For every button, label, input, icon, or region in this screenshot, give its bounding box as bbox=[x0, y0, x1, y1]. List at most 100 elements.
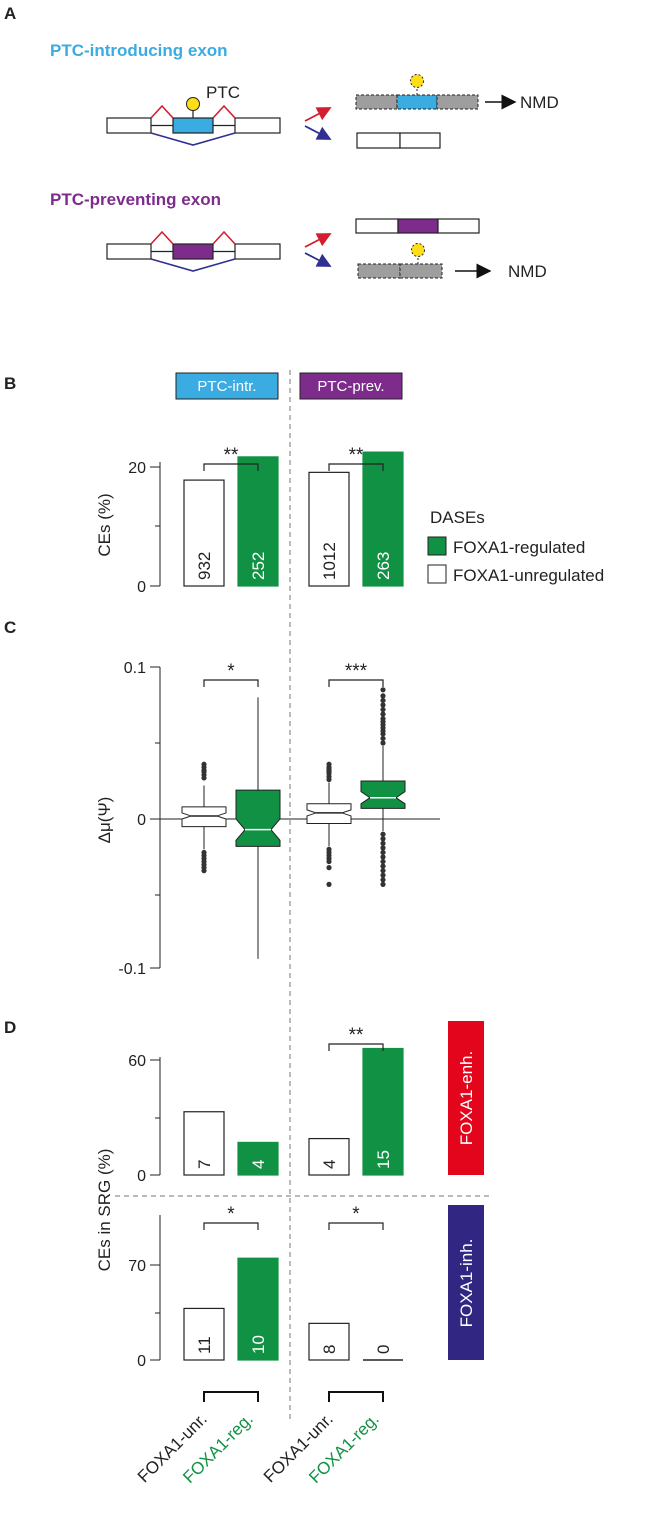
c-outlier bbox=[380, 735, 386, 742]
c-box bbox=[306, 803, 352, 825]
b-sig-label: ** bbox=[224, 445, 239, 466]
b-bar bbox=[183, 479, 225, 587]
b-bar bbox=[308, 471, 350, 587]
c-ytick-neg-0-1: -0.1 bbox=[118, 961, 146, 978]
c-boxes: **** bbox=[181, 661, 406, 959]
panel-letter-c: C bbox=[4, 618, 16, 637]
d-top-bar bbox=[237, 1141, 279, 1176]
legend: DASEs FOXA1-regulated FOXA1-unregulated bbox=[427, 508, 604, 585]
c-outlier bbox=[380, 868, 386, 874]
intr-pre-mrna: PTC bbox=[106, 83, 281, 146]
c-outlier bbox=[380, 740, 386, 746]
tag-ptc-prev-text: PTC-prev. bbox=[317, 378, 384, 395]
panel-letter-b: B bbox=[4, 374, 16, 393]
nmd-label-1: NMD bbox=[520, 93, 559, 112]
c-sig-bracket bbox=[203, 679, 259, 687]
d-top-bar bbox=[183, 1111, 225, 1176]
d-top-count-label: 15 bbox=[374, 1150, 393, 1169]
c-outlier bbox=[380, 872, 386, 878]
c-outlier bbox=[380, 697, 386, 704]
d-bottom-count-label: 8 bbox=[320, 1345, 339, 1354]
c-outlier bbox=[380, 836, 386, 842]
tag-foxa1-inh bbox=[448, 1205, 484, 1360]
intr-mrna-skipped bbox=[356, 132, 441, 149]
d-bottom-count-label: 11 bbox=[195, 1336, 214, 1354]
c-outlier bbox=[380, 693, 386, 699]
d-top-ytick-60: 60 bbox=[128, 1053, 146, 1070]
c-outlier bbox=[380, 881, 386, 887]
b-sig-bracket bbox=[203, 463, 259, 471]
panel-a: A PTC-introducing exon PTC NMD bbox=[4, 4, 559, 281]
c-outlier bbox=[326, 881, 332, 887]
d-top-bar bbox=[362, 1047, 404, 1176]
legend-unreg: FOXA1-unregulated bbox=[453, 566, 604, 585]
c-sig-label: *** bbox=[345, 661, 368, 682]
prev-pre-mrna bbox=[106, 230, 281, 272]
prev-mrna-included bbox=[355, 218, 480, 234]
b-bar bbox=[237, 456, 279, 587]
c-box bbox=[360, 780, 406, 809]
legend-reg: FOXA1-regulated bbox=[453, 538, 585, 557]
b-count-label: 932 bbox=[195, 552, 214, 580]
ptc-preventing-title: PTC-preventing exon bbox=[50, 190, 221, 209]
tag-ptc-intr-text: PTC-intr. bbox=[197, 378, 256, 395]
b-count-label: 1012 bbox=[320, 542, 339, 580]
c-outlier bbox=[380, 845, 386, 851]
panel-c: C 0.1 0 -0.1 Δμ(Ψ) **** bbox=[4, 618, 440, 978]
d-bottom-bar bbox=[183, 1307, 225, 1361]
panel-b: B PTC-intr. PTC-prev. 20 0 CEs (%) 932 25… bbox=[4, 372, 604, 596]
intr-mrna-included: NMD bbox=[355, 74, 559, 112]
panel-letter-d: D bbox=[4, 1018, 16, 1037]
d-top-count-label: 4 bbox=[249, 1160, 268, 1169]
b-count-label: 263 bbox=[374, 552, 393, 580]
c-ytick-0-1: 0.1 bbox=[124, 660, 146, 677]
c-outlier bbox=[380, 711, 386, 717]
c-outlier bbox=[201, 868, 207, 874]
c-outlier bbox=[380, 840, 386, 846]
c-ylabel: Δμ(Ψ) bbox=[95, 797, 114, 844]
group-bracket-prev bbox=[328, 1391, 384, 1402]
d-top-count-label: 7 bbox=[195, 1160, 214, 1169]
c-outlier bbox=[380, 831, 386, 837]
d-ylabel: CEs in SRG (%) bbox=[95, 1149, 114, 1272]
b-count-label: 252 bbox=[249, 552, 268, 580]
c-outlier bbox=[326, 761, 332, 767]
b-ytick-20: 20 bbox=[128, 460, 146, 477]
d-bottom-ytick-0: 0 bbox=[137, 1353, 146, 1370]
d-bottom-ytick-70: 70 bbox=[128, 1258, 146, 1275]
b-ylabel: CEs (%) bbox=[95, 493, 114, 556]
tag-ptc-prev bbox=[299, 372, 403, 400]
c-outlier bbox=[380, 858, 386, 865]
c-box bbox=[235, 789, 281, 847]
c-outlier bbox=[380, 877, 386, 883]
legend-swatch-reg bbox=[427, 536, 447, 556]
d-bottom-sig-bracket bbox=[203, 1222, 259, 1230]
b-bar bbox=[362, 451, 404, 587]
group-bracket-intr bbox=[203, 1391, 259, 1402]
inclusion-arrow bbox=[304, 107, 332, 122]
c-outlier bbox=[380, 702, 386, 708]
ptc-exon-prev bbox=[172, 243, 214, 260]
c-outlier bbox=[201, 761, 207, 767]
ptc-label: PTC bbox=[206, 83, 240, 102]
c-outlier bbox=[380, 716, 386, 722]
c-outlier bbox=[380, 854, 386, 860]
c-outlier bbox=[380, 863, 386, 869]
ptc-marker bbox=[186, 97, 200, 111]
c-outlier bbox=[380, 706, 386, 713]
d-bottom-sig-bracket bbox=[328, 1222, 384, 1230]
d-bottom-count-label: 0 bbox=[374, 1345, 393, 1354]
b-ytick-0: 0 bbox=[137, 579, 146, 596]
c-ytick-0: 0 bbox=[137, 812, 146, 829]
c-outlier bbox=[380, 849, 386, 856]
tag-foxa1-enh-text: FOXA1-enh. bbox=[457, 1051, 476, 1146]
tag-foxa1-enh bbox=[448, 1021, 484, 1175]
c-outlier bbox=[380, 687, 386, 693]
d-bottom-bar bbox=[237, 1257, 279, 1361]
d-top-sig-bracket bbox=[328, 1043, 384, 1051]
nmd-label-2: NMD bbox=[508, 262, 547, 281]
